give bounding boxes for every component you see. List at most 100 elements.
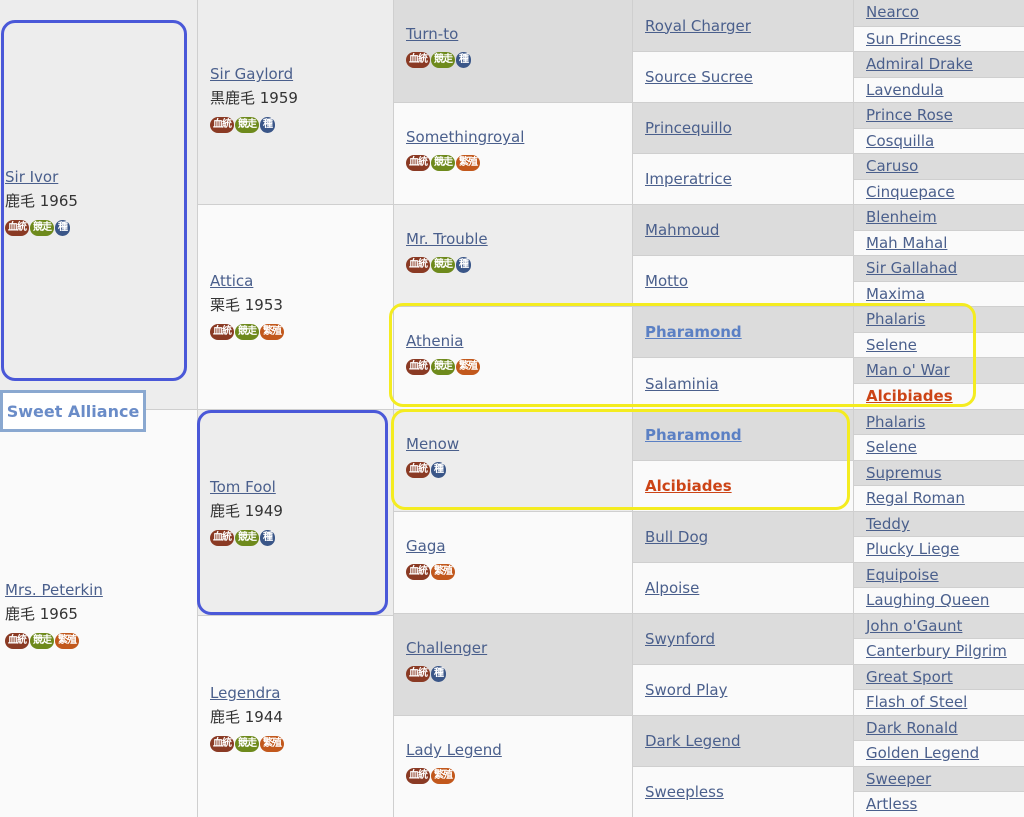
- gen4-link[interactable]: Sweepless: [645, 783, 724, 801]
- shu-badge[interactable]: 種: [456, 52, 471, 68]
- kyoso-badge[interactable]: 競走: [235, 117, 259, 133]
- hanshoku-badge[interactable]: 繁殖: [431, 564, 455, 580]
- gen5-link[interactable]: Caruso: [866, 157, 919, 175]
- gen3-link[interactable]: Turn-to: [406, 25, 459, 43]
- gen5-link[interactable]: Sir Gallahad: [866, 259, 958, 277]
- gen5-link[interactable]: Flash of Steel: [866, 693, 968, 711]
- gen5-link[interactable]: Golden Legend: [866, 744, 980, 762]
- dam-link[interactable]: Mrs. Peterkin: [5, 581, 103, 599]
- shu-badge[interactable]: 種: [260, 117, 275, 133]
- hanshoku-badge[interactable]: 繁殖: [431, 768, 455, 784]
- gen4-link[interactable]: Imperatrice: [645, 170, 732, 188]
- kyoso-badge[interactable]: 競走: [235, 324, 259, 340]
- gen5-link[interactable]: Phalaris: [866, 413, 926, 431]
- gen5-link[interactable]: Man o' War: [866, 361, 950, 379]
- gen4-link[interactable]: Source Sucree: [645, 68, 753, 86]
- ketto-badge[interactable]: 血統: [210, 324, 234, 340]
- gen4-link[interactable]: Bull Dog: [645, 528, 709, 546]
- kyoso-badge[interactable]: 競走: [30, 220, 54, 236]
- gen5-link[interactable]: Alcibiades: [866, 387, 953, 405]
- ketto-badge[interactable]: 血統: [406, 666, 430, 682]
- gen4-link[interactable]: Pharamond: [645, 323, 742, 341]
- gen5-link[interactable]: Selene: [866, 438, 917, 456]
- gen5-link[interactable]: John o'Gaunt: [866, 617, 963, 635]
- kyoso-badge[interactable]: 競走: [431, 155, 455, 171]
- hanshoku-badge[interactable]: 繁殖: [55, 633, 79, 649]
- hanshoku-badge[interactable]: 繁殖: [260, 736, 284, 752]
- gen3-link[interactable]: Challenger: [406, 639, 488, 657]
- shu-badge[interactable]: 種: [431, 666, 446, 682]
- kyoso-badge[interactable]: 競走: [431, 257, 455, 273]
- shu-badge[interactable]: 種: [55, 220, 70, 236]
- ketto-badge[interactable]: 血統: [406, 564, 430, 580]
- ketto-badge[interactable]: 血統: [406, 768, 430, 784]
- gen4-link[interactable]: Princequillo: [645, 119, 732, 137]
- gen5-link[interactable]: Prince Rose: [866, 106, 953, 124]
- kyoso-badge[interactable]: 競走: [431, 359, 455, 375]
- gen5-link[interactable]: Sun Princess: [866, 30, 962, 48]
- ketto-badge[interactable]: 血統: [210, 530, 234, 546]
- gen5-link[interactable]: Mah Mahal: [866, 234, 948, 252]
- sire-link[interactable]: Sir Ivor: [5, 168, 59, 186]
- gen5-link[interactable]: Plucky Liege: [866, 540, 960, 558]
- ketto-badge[interactable]: 血統: [210, 736, 234, 752]
- ketto-badge[interactable]: 血統: [406, 52, 430, 68]
- gen5-link[interactable]: Phalaris: [866, 310, 926, 328]
- gen3-link[interactable]: Mr. Trouble: [406, 230, 488, 248]
- gen5-link[interactable]: Canterbury Pilgrim: [866, 642, 1007, 660]
- gen3-link[interactable]: Athenia: [406, 332, 464, 350]
- kyoso-badge[interactable]: 競走: [235, 736, 259, 752]
- gen5-link[interactable]: Blenheim: [866, 208, 937, 226]
- gen2-link[interactable]: Tom Fool: [210, 478, 276, 496]
- gen2-link[interactable]: Attica: [210, 272, 254, 290]
- gen5-link[interactable]: Dark Ronald: [866, 719, 958, 737]
- ketto-badge[interactable]: 血統: [210, 117, 234, 133]
- gen4-link[interactable]: Swynford: [645, 630, 716, 648]
- gen5-link[interactable]: Teddy: [866, 515, 910, 533]
- gen5-link[interactable]: Nearco: [866, 3, 919, 21]
- gen5-link[interactable]: Selene: [866, 336, 917, 354]
- hanshoku-badge[interactable]: 繁殖: [260, 324, 284, 340]
- ketto-badge[interactable]: 血統: [406, 462, 430, 478]
- gen4-link[interactable]: Mahmoud: [645, 221, 720, 239]
- shu-badge[interactable]: 種: [456, 257, 471, 273]
- ketto-badge[interactable]: 血統: [406, 257, 430, 273]
- gen5-link[interactable]: Sweeper: [866, 770, 932, 788]
- gen3-link[interactable]: Somethingroyal: [406, 128, 525, 146]
- gen2-link[interactable]: Sir Gaylord: [210, 65, 294, 83]
- gen4-link[interactable]: Alcibiades: [645, 477, 732, 495]
- shu-badge[interactable]: 種: [260, 530, 275, 546]
- gen5-link[interactable]: Artless: [866, 795, 918, 813]
- gen4-link[interactable]: Salaminia: [645, 374, 719, 393]
- gen4-link[interactable]: Sword Play: [645, 681, 728, 699]
- gen5-link[interactable]: Supremus: [866, 464, 942, 482]
- gen5-link[interactable]: Cosquilla: [866, 132, 935, 150]
- gen3-link[interactable]: Gaga: [406, 537, 446, 555]
- gen5-link[interactable]: Regal Roman: [866, 489, 965, 507]
- hanshoku-badge[interactable]: 繁殖: [456, 359, 480, 375]
- gen5-link[interactable]: Great Sport: [866, 668, 953, 686]
- ketto-badge[interactable]: 血統: [406, 359, 430, 375]
- shu-badge[interactable]: 種: [431, 462, 446, 478]
- gen3-link[interactable]: Lady Legend: [406, 741, 502, 759]
- gen5-link[interactable]: Cinquepace: [866, 183, 955, 201]
- gen4-link[interactable]: Royal Charger: [645, 16, 751, 35]
- gen4-link[interactable]: Pharamond: [645, 426, 742, 444]
- ketto-badge[interactable]: 血統: [406, 155, 430, 171]
- ketto-badge[interactable]: 血統: [5, 633, 29, 649]
- kyoso-badge[interactable]: 競走: [30, 633, 54, 649]
- kyoso-badge[interactable]: 競走: [431, 52, 455, 68]
- gen3-link[interactable]: Menow: [406, 435, 460, 453]
- hanshoku-badge[interactable]: 繁殖: [456, 155, 480, 171]
- ketto-badge[interactable]: 血統: [5, 220, 29, 236]
- gen5-link[interactable]: Admiral Drake: [866, 55, 973, 73]
- gen5-link[interactable]: Lavendula: [866, 81, 944, 99]
- gen4-link[interactable]: Alpoise: [645, 579, 700, 597]
- gen5-link[interactable]: Laughing Queen: [866, 591, 990, 609]
- gen2-link[interactable]: Legendra: [210, 684, 281, 702]
- gen5-link[interactable]: Maxima: [866, 285, 925, 303]
- gen4-link[interactable]: Motto: [645, 272, 689, 290]
- gen5-link[interactable]: Equipoise: [866, 566, 939, 584]
- kyoso-badge[interactable]: 競走: [235, 530, 259, 546]
- gen4-link[interactable]: Dark Legend: [645, 732, 741, 750]
